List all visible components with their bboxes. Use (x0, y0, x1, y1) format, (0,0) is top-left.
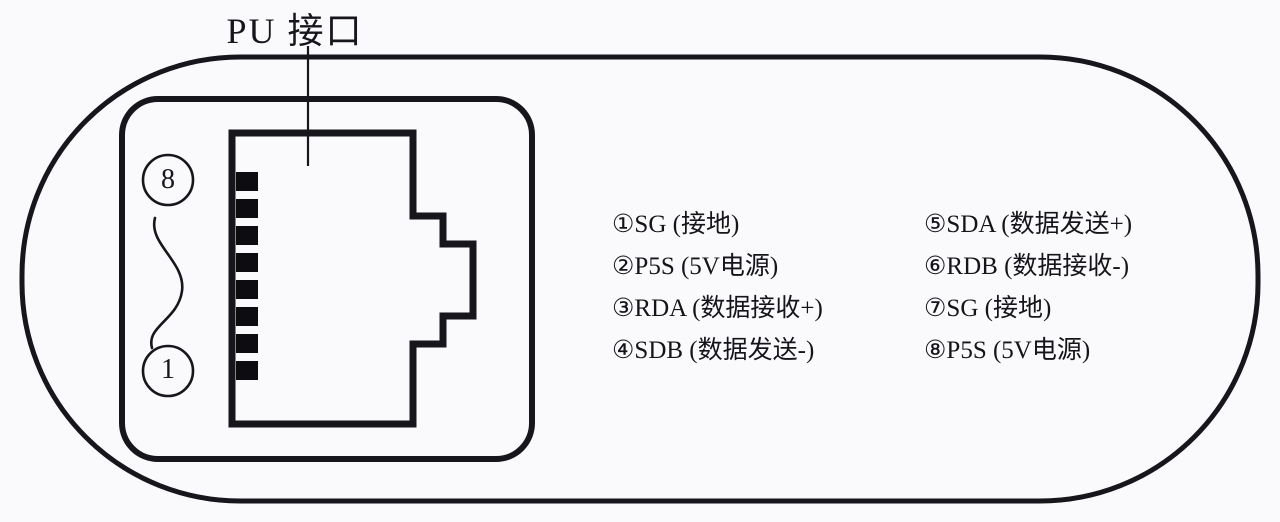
legend-item-pin-2: ②P5S (5V电源) (612, 253, 779, 280)
port-bezel (119, 96, 535, 462)
wavy-range-indicator (149, 216, 184, 350)
pinout-legend: ①SG (接地) ②P5S (5V电源) ③RDA (数据接收+) ④SDB (… (612, 204, 1212, 372)
pin-contact (236, 199, 258, 218)
pin-contact (236, 253, 258, 272)
legend-item-pin-3: ③RDA (数据接收+) (612, 295, 823, 322)
legend-item-pin-5: ⑤SDA (数据发送+) (924, 211, 1133, 238)
pin-contact (236, 307, 258, 326)
pin-marker-circle-1 (141, 344, 195, 398)
pin-contacts (236, 172, 258, 380)
pin-marker-label-8: 8 (161, 164, 175, 195)
pin-contact (236, 226, 258, 245)
page-title: PU 接口 (226, 11, 364, 51)
pin-contact (236, 361, 258, 380)
pin-contact (236, 334, 258, 353)
pin-marker-label-1: 1 (161, 354, 175, 385)
pin-marker-circle-8 (141, 153, 195, 207)
pin-contact (236, 172, 258, 191)
rj45-port-outline (228, 129, 477, 428)
legend-item-pin-8: ⑧P5S (5V电源) (924, 337, 1091, 364)
pin-contact (236, 280, 258, 299)
legend-item-pin-6: ⑥RDB (数据接收-) (924, 253, 1130, 280)
legend-item-pin-4: ④SDB (数据发送-) (612, 337, 815, 364)
legend-item-pin-7: ⑦SG (接地) (924, 295, 1052, 322)
legend-column-left: ①SG (接地) ②P5S (5V电源) ③RDA (数据接收+) ④SDB (… (612, 204, 924, 372)
outer-panel (19, 54, 1261, 504)
legend-column-right: ⑤SDA (数据发送+) ⑥RDB (数据接收-) ⑦SG (接地) ⑧P5S … (924, 204, 1212, 372)
legend-item-pin-1: ①SG (接地) (612, 211, 740, 238)
